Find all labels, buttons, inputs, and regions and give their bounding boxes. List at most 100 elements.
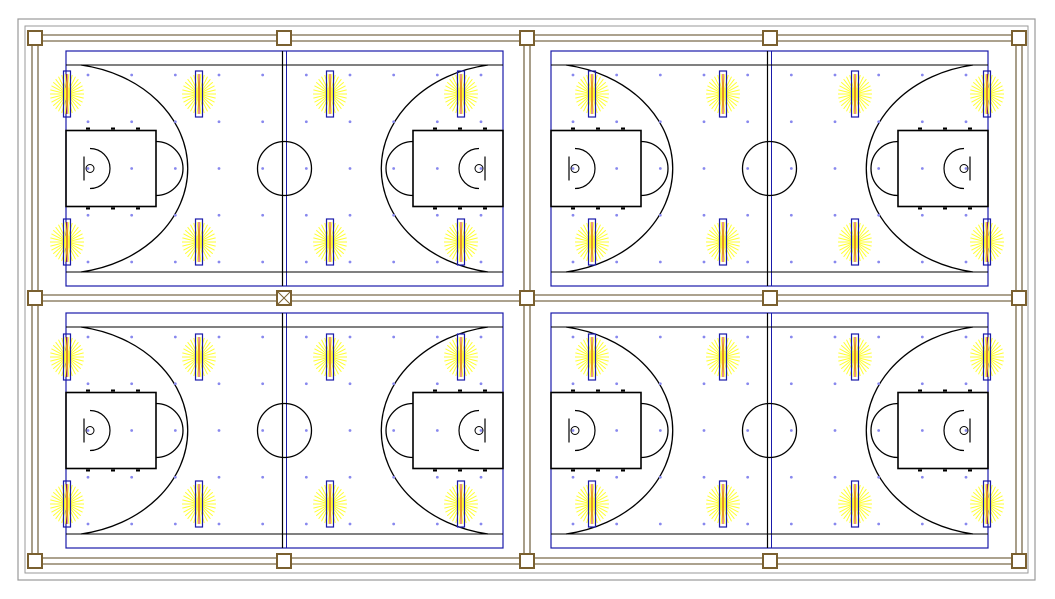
calculation-point-icon [833, 73, 837, 77]
light-ray [61, 93, 68, 114]
light-ray [66, 344, 82, 358]
column-outline [1011, 30, 1027, 46]
calculation-point-icon [479, 429, 483, 432]
calculation-point-icon [304, 73, 308, 77]
light-ray [460, 341, 473, 358]
calculation-point-icon [304, 522, 308, 526]
calculation-point-icon [920, 120, 924, 124]
light-ray [329, 89, 347, 95]
light-ray [329, 344, 345, 358]
light-ray [849, 503, 856, 524]
light-ray [583, 224, 593, 243]
light-ray [329, 93, 347, 99]
hoop [474, 164, 484, 173]
light-ray [198, 229, 214, 243]
calculation-point-icon [702, 335, 706, 339]
calculation-point-icon [877, 429, 881, 432]
light-ray [460, 356, 478, 362]
light-ray [970, 93, 988, 99]
light-ray [66, 341, 79, 358]
light-ray [324, 337, 331, 358]
light-ray [198, 356, 216, 362]
calculation-point-icon [130, 522, 134, 526]
light-ray [329, 356, 342, 373]
light-ray [193, 503, 200, 524]
calculation-point-icon [920, 475, 924, 479]
light-ray [854, 344, 870, 358]
key-area [412, 129, 504, 208]
light-ray [193, 356, 200, 377]
light-ray [711, 78, 724, 95]
restricted-arc [89, 147, 111, 190]
light-ray [198, 341, 211, 358]
light-ray [717, 503, 724, 524]
light-ray [707, 93, 724, 103]
fixture-housing [194, 333, 204, 381]
light-ray [198, 495, 215, 505]
light-ray [58, 76, 68, 95]
light-ray [183, 93, 200, 103]
calculation-point-icon [392, 522, 396, 526]
light-ray [854, 486, 864, 505]
light-ray [324, 93, 331, 114]
light-ray [591, 93, 598, 114]
calculation-point-icon [615, 73, 619, 77]
light-ray [329, 241, 346, 251]
light-ray [722, 339, 732, 358]
light-ray [707, 85, 724, 95]
light-ray [313, 352, 331, 358]
calculation-point-icon [435, 167, 439, 170]
light-ray [846, 224, 856, 243]
light-ray [66, 241, 73, 262]
light-ray [972, 503, 988, 517]
light-ray [444, 89, 462, 95]
light-ray [187, 503, 200, 520]
calculation-point-icon [746, 382, 750, 386]
light-ray [452, 339, 462, 358]
light-ray [706, 89, 724, 95]
light-ray [61, 484, 68, 505]
light-ray [575, 356, 593, 362]
light-ray [314, 503, 331, 513]
light-ray [329, 229, 345, 243]
light-ray [843, 503, 856, 520]
light-ray [854, 499, 872, 505]
calculation-point-icon [392, 335, 396, 339]
light-ray [580, 78, 593, 95]
column-icon [519, 30, 535, 46]
calculation-point-icon [130, 335, 134, 339]
column-outline [27, 553, 43, 569]
light-ray [329, 491, 345, 505]
light-ray [981, 484, 988, 505]
light-ray [329, 503, 347, 509]
column-icon [276, 553, 292, 569]
light-ray [838, 356, 856, 362]
floodlight-icon [444, 218, 478, 266]
light-ray [978, 339, 988, 358]
light-ray [198, 491, 214, 505]
calculation-point-icon [833, 335, 837, 339]
key-area [65, 129, 157, 208]
light-ray [313, 499, 331, 505]
light-ray [722, 226, 735, 243]
light-ray [840, 229, 856, 243]
light-ray [329, 356, 345, 370]
light-ray [66, 499, 84, 505]
calculation-point-icon [571, 120, 575, 124]
free-throw-arc [385, 140, 414, 197]
calculation-point-icon [615, 522, 619, 526]
light-ray [854, 222, 861, 243]
light-ray [329, 337, 336, 358]
calculation-point-icon [789, 335, 793, 339]
light-ray [445, 356, 462, 366]
light-ray [329, 233, 346, 243]
light-ray [193, 222, 200, 243]
floodlight-icon [182, 218, 216, 266]
floodlight-icon [50, 333, 84, 381]
floodlight-icon [182, 70, 216, 118]
light-ray [455, 93, 462, 114]
light-ray [591, 229, 607, 243]
light-ray [591, 344, 607, 358]
light-ray [839, 241, 856, 251]
light-ray [52, 81, 68, 95]
